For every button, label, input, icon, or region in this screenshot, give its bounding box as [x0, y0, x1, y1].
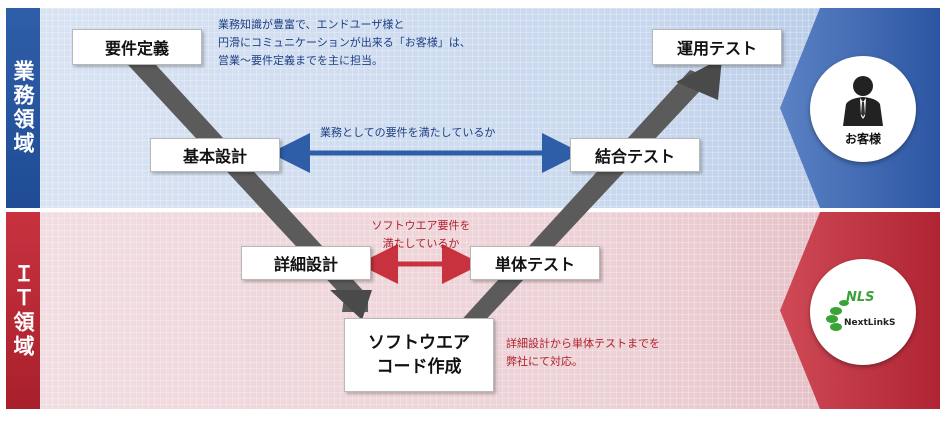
company-badge: NLS NextLinkS	[810, 259, 916, 365]
integration-test-label: 結合テスト	[594, 147, 675, 166]
it-description-line1: 詳細設計から単体テストまでを	[506, 337, 660, 350]
customer-label: お客様	[844, 132, 881, 146]
descending-arrowhead	[330, 290, 372, 320]
business-description-line1: 業務知識が豊富で、エンドユーザ様と	[218, 18, 405, 31]
coding-label-line2: コード作成	[376, 357, 462, 377]
it-domain-label-bar: ＩＴ領域	[6, 212, 40, 409]
business-description-line2: 円滑にコミュニケーションが出来る「お客様」は、	[218, 36, 471, 49]
detailed-design-label: 詳細設計	[273, 255, 338, 274]
unit-test-box: 単体テスト	[470, 246, 600, 280]
operational-test-box: 運用テスト	[652, 29, 782, 65]
basic-design-label: 基本設計	[182, 147, 247, 166]
coding-box: ソフトウエア コード作成	[344, 318, 494, 392]
it-description: 詳細設計から単体テストまでを 弊社にて対応。	[506, 335, 660, 371]
basic-design-box: 基本設計	[150, 138, 280, 172]
business-verify-text: 業務としての要件を満たしているか	[320, 126, 496, 139]
operational-test-label: 運用テスト	[676, 39, 757, 58]
it-description-line2: 弊社にて対応。	[506, 355, 583, 368]
company-label: NextLinkS	[844, 318, 896, 328]
nextlinks-logo: NLS	[826, 290, 875, 331]
integration-test-box: 結合テスト	[570, 138, 700, 172]
detailed-design-box: 詳細設計	[241, 246, 371, 280]
unit-test-label: 単体テスト	[494, 255, 575, 274]
business-domain-label: 業務領域	[11, 60, 35, 156]
software-verify-line1: ソフトウエア要件を	[371, 219, 471, 232]
business-verify-note: 業務としての要件を満たしているか	[320, 124, 495, 142]
ascending-arrow	[456, 70, 712, 326]
requirements-box: 要件定義	[72, 29, 202, 65]
coding-label-line1: ソフトウエア	[368, 333, 470, 353]
logo-letters: NLS	[846, 290, 875, 305]
customer-badge: お客様	[810, 56, 916, 162]
requirements-label: 要件定義	[104, 39, 169, 58]
software-verify-line2: 満たしているか	[382, 237, 460, 250]
it-domain-label: ＩＴ領域	[11, 262, 35, 359]
software-verify-note: ソフトウエア要件を 満たしているか	[361, 217, 481, 253]
business-domain-label-bar: 業務領域	[6, 8, 40, 208]
ascending-arrowhead	[676, 58, 722, 100]
business-description-line3: 営業～要件定義までを主に担当。	[218, 54, 383, 67]
business-description: 業務知識が豊富で、エンドユーザ様と 円滑にコミュニケーションが出来る「お客様」は…	[218, 16, 471, 70]
businessman-icon	[843, 76, 883, 126]
